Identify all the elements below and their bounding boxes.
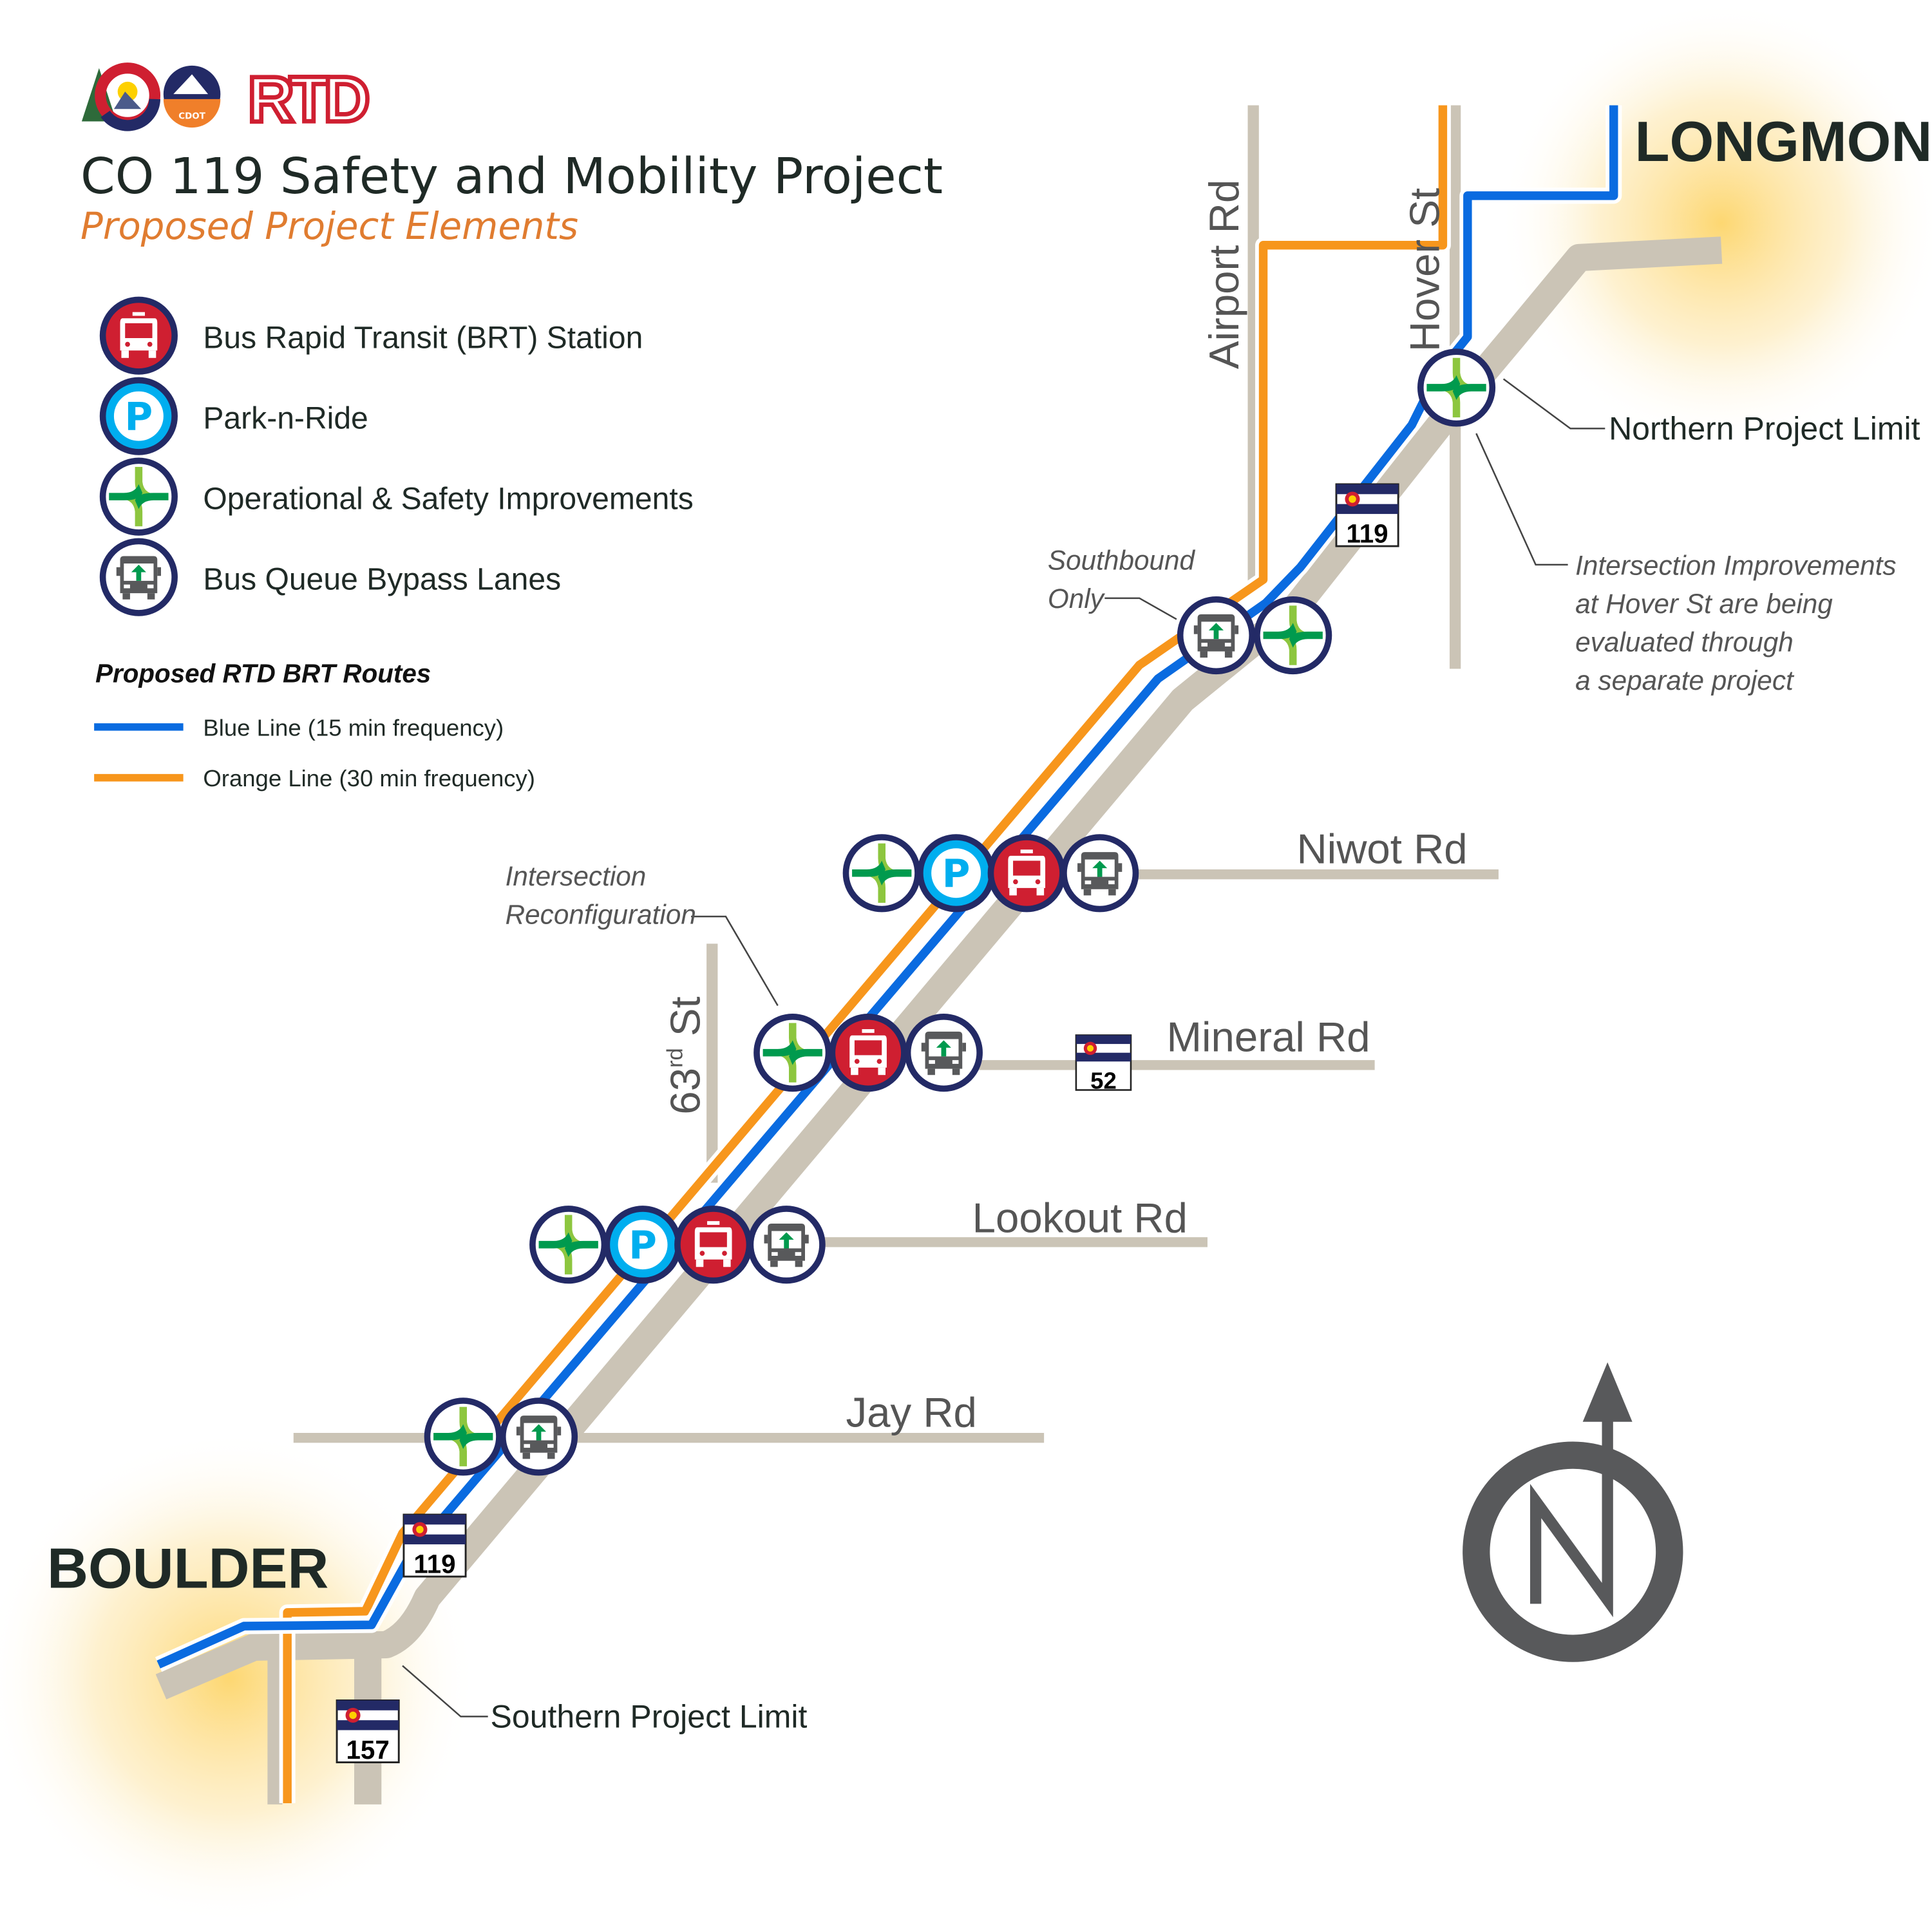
svg-text:Southbound: Southbound: [1048, 545, 1196, 576]
shield-119-south: 119: [402, 1513, 467, 1578]
longmont-label: LONGMONT: [1634, 109, 1932, 173]
svg-text:157: 157: [346, 1735, 389, 1765]
63rd-st-label: 63rd St: [662, 996, 709, 1114]
legend: Bus Rapid Transit (BRT) Station Park-n-R…: [94, 299, 694, 791]
intersection-improvement-icon[interactable]: [533, 1209, 605, 1281]
bus-station-icon[interactable]: [832, 1017, 904, 1089]
svg-text:119: 119: [1347, 518, 1388, 548]
svg-text:Intersection: Intersection: [506, 861, 647, 891]
shield-52: 52: [1075, 1034, 1132, 1094]
intersection-improvement-icon[interactable]: [427, 1401, 499, 1473]
southbound-leader: [1104, 597, 1177, 620]
orange-line-route: [283, 105, 1448, 1803]
orange-line-label: Orange Line (30 min frequency): [203, 765, 535, 791]
bus-station-icon: [103, 299, 175, 372]
svg-text:52: 52: [1090, 1067, 1117, 1094]
boulder-glow: [0, 1430, 477, 1926]
reconfig-leader: [691, 915, 779, 1007]
intersection-improvement-icon[interactable]: [846, 837, 918, 909]
southern-limit-label: Southern Project Limit: [491, 1699, 808, 1735]
svg-text:Operational & Safety Improveme: Operational & Safety Improvements: [203, 481, 693, 516]
park-n-ride-icon[interactable]: [920, 837, 992, 909]
legend-item-bypass: Bus Queue Bypass Lanes: [103, 541, 561, 613]
bus-bypass-icon[interactable]: [1064, 837, 1136, 909]
svg-text:at Hover St are being: at Hover St are being: [1575, 589, 1833, 619]
blue-line-route: [156, 105, 1618, 1669]
shield-157: 157: [336, 1699, 400, 1765]
intersection-improvement-icon: [103, 460, 175, 533]
boulder-label: BOULDER: [47, 1536, 328, 1600]
shield-119-north: 119: [1335, 483, 1399, 548]
svg-text:Bus Queue Bypass Lanes: Bus Queue Bypass Lanes: [203, 562, 561, 596]
north-limit-leader: [1502, 378, 1605, 430]
airport-rd-label: Airport Rd: [1200, 180, 1247, 369]
north-arrow: N: [1463, 1362, 1683, 1662]
northern-limit-label: Northern Project Limit: [1609, 411, 1920, 447]
lookout-rd-label: Lookout Rd: [972, 1194, 1188, 1241]
page-title: CO 119 Safety and Mobility Project: [80, 148, 943, 205]
southbound-note: Southbound Only: [1048, 545, 1196, 614]
rtd-logo: RTD: [245, 61, 375, 138]
south-limit-leader: [402, 1665, 488, 1718]
bus-bypass-icon[interactable]: [750, 1209, 822, 1281]
reconfiguration-note: Intersection Reconfiguration: [506, 861, 696, 930]
bus-bypass-icon[interactable]: [1180, 600, 1253, 672]
co-119-highway: [155, 236, 1723, 1700]
hover-note-leader: [1475, 433, 1568, 566]
intersection-improvement-icon[interactable]: [1257, 600, 1329, 672]
bus-bypass-icon[interactable]: [908, 1017, 980, 1089]
blue-line-label: Blue Line (15 min frequency): [203, 714, 504, 741]
page-subtitle: Proposed Project Elements: [80, 204, 578, 248]
niwot-rd-label: Niwot Rd: [1296, 825, 1467, 872]
svg-text:Reconfiguration: Reconfiguration: [506, 900, 696, 930]
svg-text:Bus Rapid Transit (BRT) Statio: Bus Rapid Transit (BRT) Station: [203, 320, 643, 355]
park-n-ride-icon[interactable]: [607, 1209, 679, 1281]
mineral-rd-label: Mineral Rd: [1167, 1014, 1370, 1061]
routes-legend-title: Proposed RTD BRT Routes: [95, 659, 431, 688]
legend-item-ops: Operational & Safety Improvements: [103, 460, 694, 533]
bus-bypass-icon: [103, 541, 175, 613]
bus-bypass-icon[interactable]: [503, 1401, 575, 1473]
svg-text:Park-n-Ride: Park-n-Ride: [203, 401, 368, 435]
svg-text:a separate project: a separate project: [1575, 665, 1795, 696]
hover-st-note: Intersection Improvements at Hover St ar…: [1575, 550, 1896, 696]
svg-text:119: 119: [413, 1549, 455, 1578]
longmont-glow: [1499, 0, 1932, 446]
intersection-improvement-icon[interactable]: [757, 1017, 829, 1089]
jay-rd-label: Jay Rd: [846, 1388, 976, 1435]
hover-st-label: Hover St: [1401, 188, 1448, 352]
colorado-logo: [81, 62, 161, 131]
bus-station-icon[interactable]: [677, 1209, 750, 1281]
svg-text:CDOT: CDOT: [178, 112, 205, 122]
intersection-improvement-icon[interactable]: [1421, 352, 1493, 424]
svg-text:Intersection Improvements: Intersection Improvements: [1575, 550, 1896, 580]
svg-text:evaluated through: evaluated through: [1575, 627, 1794, 658]
svg-text:RTD: RTD: [248, 63, 368, 135]
bus-station-icon[interactable]: [990, 837, 1063, 909]
legend-item-brt: Bus Rapid Transit (BRT) Station: [103, 299, 643, 372]
park-n-ride-icon: [103, 380, 175, 452]
cdot-logo: CDOT: [163, 65, 221, 128]
legend-item-pnr: Park-n-Ride: [103, 380, 368, 452]
svg-text:Only: Only: [1048, 583, 1106, 614]
